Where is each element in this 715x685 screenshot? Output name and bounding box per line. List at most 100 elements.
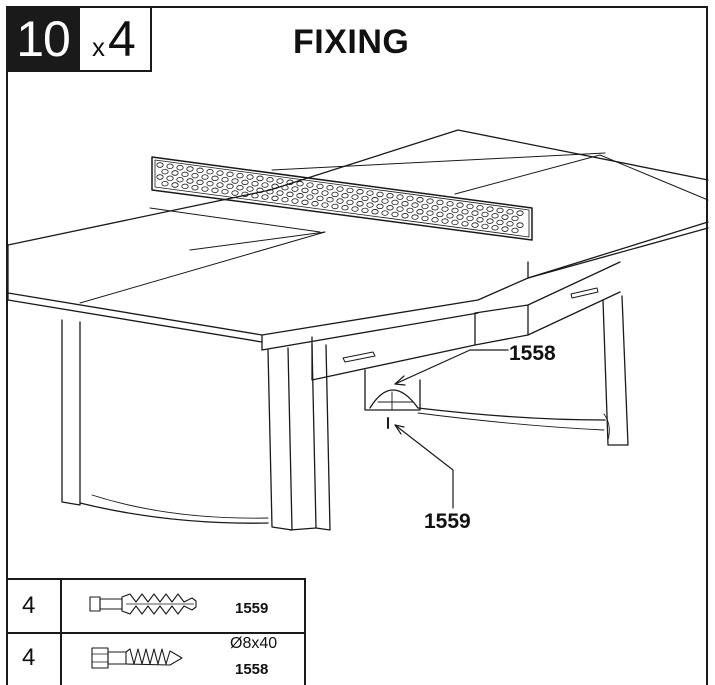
quantity-value: 4 [108,11,136,67]
net-hole [251,193,259,199]
net-hole [236,184,244,191]
net-hole [171,182,179,188]
net-hole [326,197,334,203]
net-hole [451,207,459,214]
net-hole [356,201,364,207]
parts-table: 4 1559 4 Ø8x40 1558 [6,578,306,685]
parts-row: 4 1559 [6,580,304,634]
net-hole [246,174,254,180]
net-hole [346,187,354,194]
net-hole [516,222,524,228]
net-hole [506,221,514,227]
net-hole [486,206,494,212]
net-hole [266,177,274,183]
table-legs [61,295,629,531]
net-hole [371,209,379,215]
net-hole [496,219,504,226]
net-hole [261,182,269,188]
net-hole [506,209,514,215]
net-hole [391,199,399,206]
column-divider [60,580,62,632]
net-hole [291,198,299,204]
page-title: FIXING [293,23,410,61]
net-hole [246,186,254,192]
net-hole [416,197,424,203]
net-hole [456,202,464,208]
net-hole [426,210,434,216]
net-hole [486,218,494,224]
net-hole [331,203,339,210]
net-hole [231,190,239,196]
table-frame [311,261,621,381]
net-hole [296,181,304,187]
net-hole [256,175,264,182]
net-hole [166,175,174,182]
net-hole [431,205,439,211]
net-hole [176,164,184,171]
net-hole [266,189,274,195]
net-hole [491,213,499,219]
net-hole [161,180,169,187]
net-hole [316,195,324,202]
net-hole [516,210,524,216]
net-hole [411,202,419,208]
net-hole [306,182,314,188]
net-hole [206,180,214,187]
net-hole [396,194,404,200]
net-hole [421,215,429,222]
net-hole [206,168,214,175]
net-hole [201,174,209,180]
net-hole [451,219,459,226]
net-hole [381,198,389,204]
net-hole [256,187,264,194]
net-hole [171,170,179,176]
net-hole [406,195,414,202]
net-hole [466,203,474,210]
net-hole [276,178,284,184]
net-hole [466,215,474,222]
net-hole [276,190,284,196]
page-frame [6,6,708,685]
part-quantity: 4 [22,644,36,671]
net-hole [381,210,389,216]
net-hole [421,203,429,210]
net-hole [501,226,509,232]
lag-screw-icon [91,647,183,669]
part-quantity: 4 [22,592,36,619]
net-hole [201,186,209,192]
net-hole [416,209,424,215]
net-hole [211,187,219,194]
net-hole [361,195,369,202]
net-hole [231,178,239,184]
net-hole [346,199,354,206]
net-hole [296,193,304,199]
net-hole [351,206,359,212]
net-hole [396,206,404,212]
net-hole [221,188,229,195]
net-hole [286,179,294,186]
net-hole [411,214,419,220]
net-hole [461,221,469,227]
net-hole [441,206,449,212]
net-hole [301,187,309,194]
net-hole [156,162,164,168]
net-hole [471,210,479,216]
callout-1558: 1558 [509,342,556,365]
net-hole [216,182,224,188]
net-hole [501,214,509,220]
net-hole [436,211,444,218]
net-hole [446,201,454,207]
net-hole [476,217,484,223]
net-hole [261,194,269,200]
net-hole [311,201,319,207]
net-hole [366,190,374,196]
table-net [151,156,533,241]
net-hole [241,191,249,198]
net-hole [181,171,189,178]
net-hole [401,201,409,207]
net-hole [481,211,489,218]
net-hole [251,181,259,187]
part-code: 1558 [235,661,269,678]
net-hole [356,189,364,195]
